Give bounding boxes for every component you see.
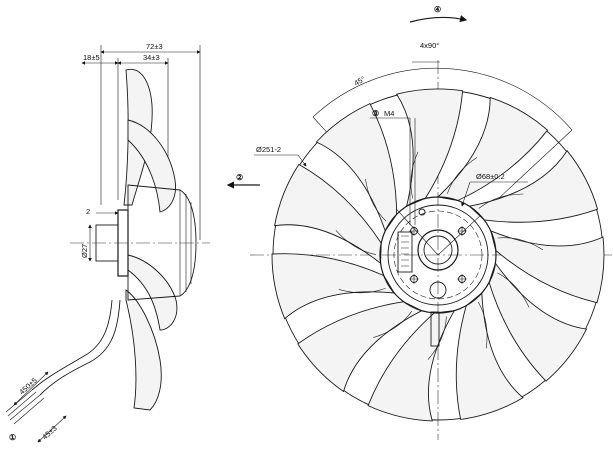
mounting-hole-crosshair [409,274,419,284]
fan-blade [274,163,382,265]
dim-gap-label: 2 [86,207,90,216]
front-view: 4x90° 45° ③ M4 Ø251-2 [250,41,612,440]
label-hole-top [418,208,426,216]
blade-rib [338,287,386,294]
dim-diameter-small-label: Ø27 [80,244,89,258]
fan-blade [395,88,464,207]
dim-angle-spacing-label: 4x90° [420,41,439,50]
blade-rib [335,230,377,255]
blade-rib [373,311,413,338]
cable-outlet [430,311,440,347]
dim-outer-diameter-label: Ø251-2 [256,145,281,154]
fan-blade [297,301,423,393]
mounting-hole-crosshair [457,226,467,236]
dim-thread-label: M4 [384,109,394,118]
dim-front-label: 18±5 [83,53,100,62]
blade-rib [410,151,419,199]
fan-blade [468,149,599,223]
fan-blade [490,230,605,304]
fan-blade [488,262,588,382]
mounting-hole-crosshair [409,226,419,236]
cable-upper-edge [39,299,121,396]
blade-rib [365,179,387,222]
blade-rib [497,272,530,308]
airflow-indicator: ② [226,173,260,189]
callout-3: ③ [372,109,379,118]
side-view: 72±3 18±5 34±3 2 Ø27 450±5 45±3 ① [5,42,210,443]
blade-rib [478,193,524,209]
fan-blade [367,310,456,422]
cable-lower-edge [31,299,113,391]
dim-overall-label: 72±3 [146,42,163,51]
svg-text:①: ① [9,433,16,442]
terminal-block [397,231,413,273]
blade-rib [497,237,544,251]
hub-inner [387,204,489,306]
fan-blade [437,96,549,201]
shaft-bore [423,235,453,265]
blade-rib [427,316,447,360]
blade-profile-bottom [125,289,162,411]
dim-wire-strip-label: 45±3 [40,424,58,442]
lower-boss [429,281,447,299]
callout-2: ② [236,173,243,182]
callout-1: ① [9,433,16,442]
blade-profile-mid-upper [127,119,176,213]
mounting-holes [409,226,467,284]
bolt-circle [393,210,483,300]
fan-blade [315,103,398,232]
fan-blade [271,253,396,320]
rotation-indicator: ④ [409,5,468,23]
dim-bolt-circle-label: Ø68±0.2 [476,172,505,181]
fan-blades [271,88,605,422]
shaft-bore-outer [417,229,459,271]
fan-blade [455,292,524,420]
blade-profile-mid-lower [127,254,178,331]
callout-4: ④ [434,5,441,14]
blade-rib [478,301,488,349]
mounting-hole-crosshair [457,274,467,284]
dim-hub-label: 34±3 [143,53,160,62]
angle-arc [312,67,573,131]
blade-rib [447,157,478,194]
dim-angle-label: 45° [353,74,367,87]
hub-outer [379,196,497,314]
